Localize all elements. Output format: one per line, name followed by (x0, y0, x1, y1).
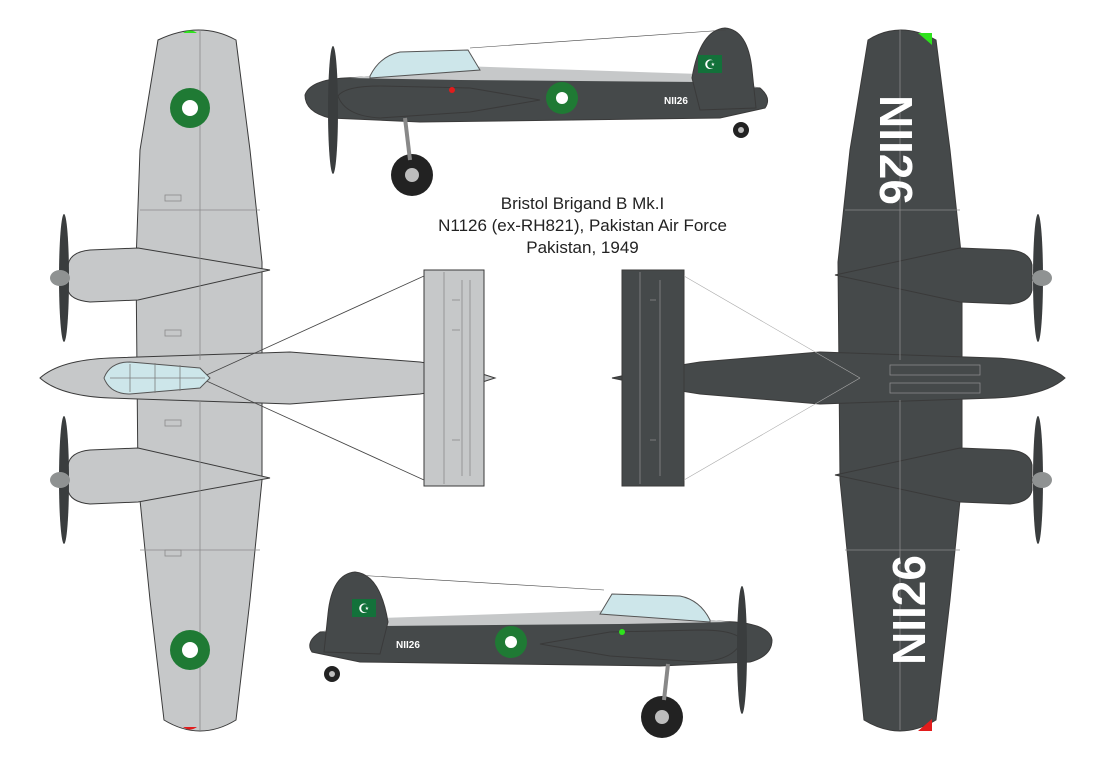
side-view-port-serial: NII26 (664, 96, 688, 107)
svg-text:☪: ☪ (704, 58, 716, 73)
side-view-port-fin-flash (698, 55, 722, 73)
bottom-view-nacelle-upper (834, 247, 1033, 305)
top-view (39, 29, 497, 732)
caption-place-date: Pakistan, 1949 (526, 238, 639, 257)
top-view-spinner-lower (50, 472, 70, 488)
top-view-nacelle-lower (67, 447, 271, 505)
side-view-port: ☪ NII26 (304, 27, 769, 196)
bottom-view-wing-serial-upper: NII26 (870, 95, 922, 205)
bottom-view-wing-serial-lower: NII26 (883, 555, 935, 665)
side-view-port-propeller (328, 46, 338, 174)
bottom-view-navlight-starboard (918, 33, 932, 45)
caption-block: Bristol Brigand B Mk.I N1126 (ex-RH821),… (380, 193, 785, 259)
side-view-starboard-nacelle (539, 629, 743, 663)
side-view-starboard-serial: NII26 (396, 640, 420, 651)
side-view-starboard: ☪ NII26 (309, 571, 773, 738)
top-view-navlight-starboard (183, 30, 197, 33)
top-view-tailplane (423, 269, 485, 487)
top-view-navlight-port (183, 727, 197, 730)
bottom-view-nacelle-lower (834, 447, 1033, 505)
bottom-view-tailplane (621, 269, 685, 487)
caption-serial: N1126 (ex-RH821), Pakistan Air Force (438, 216, 727, 235)
top-view-spinner-upper (50, 270, 70, 286)
side-view-starboard-canopy (599, 593, 711, 623)
svg-text:☪: ☪ (358, 602, 370, 617)
side-view-starboard-propeller (737, 586, 747, 714)
side-view-port-canopy (369, 49, 481, 79)
caption-title: Bristol Brigand B Mk.I (500, 194, 665, 213)
bottom-view: NII26 NII26 (611, 29, 1066, 732)
bottom-view-navlight-port (918, 719, 932, 731)
side-view-port-fin (691, 27, 757, 111)
side-view-port-nacelle (337, 85, 541, 119)
side-view-starboard-fin-flash (352, 599, 376, 617)
top-view-nacelle-upper (67, 247, 271, 303)
